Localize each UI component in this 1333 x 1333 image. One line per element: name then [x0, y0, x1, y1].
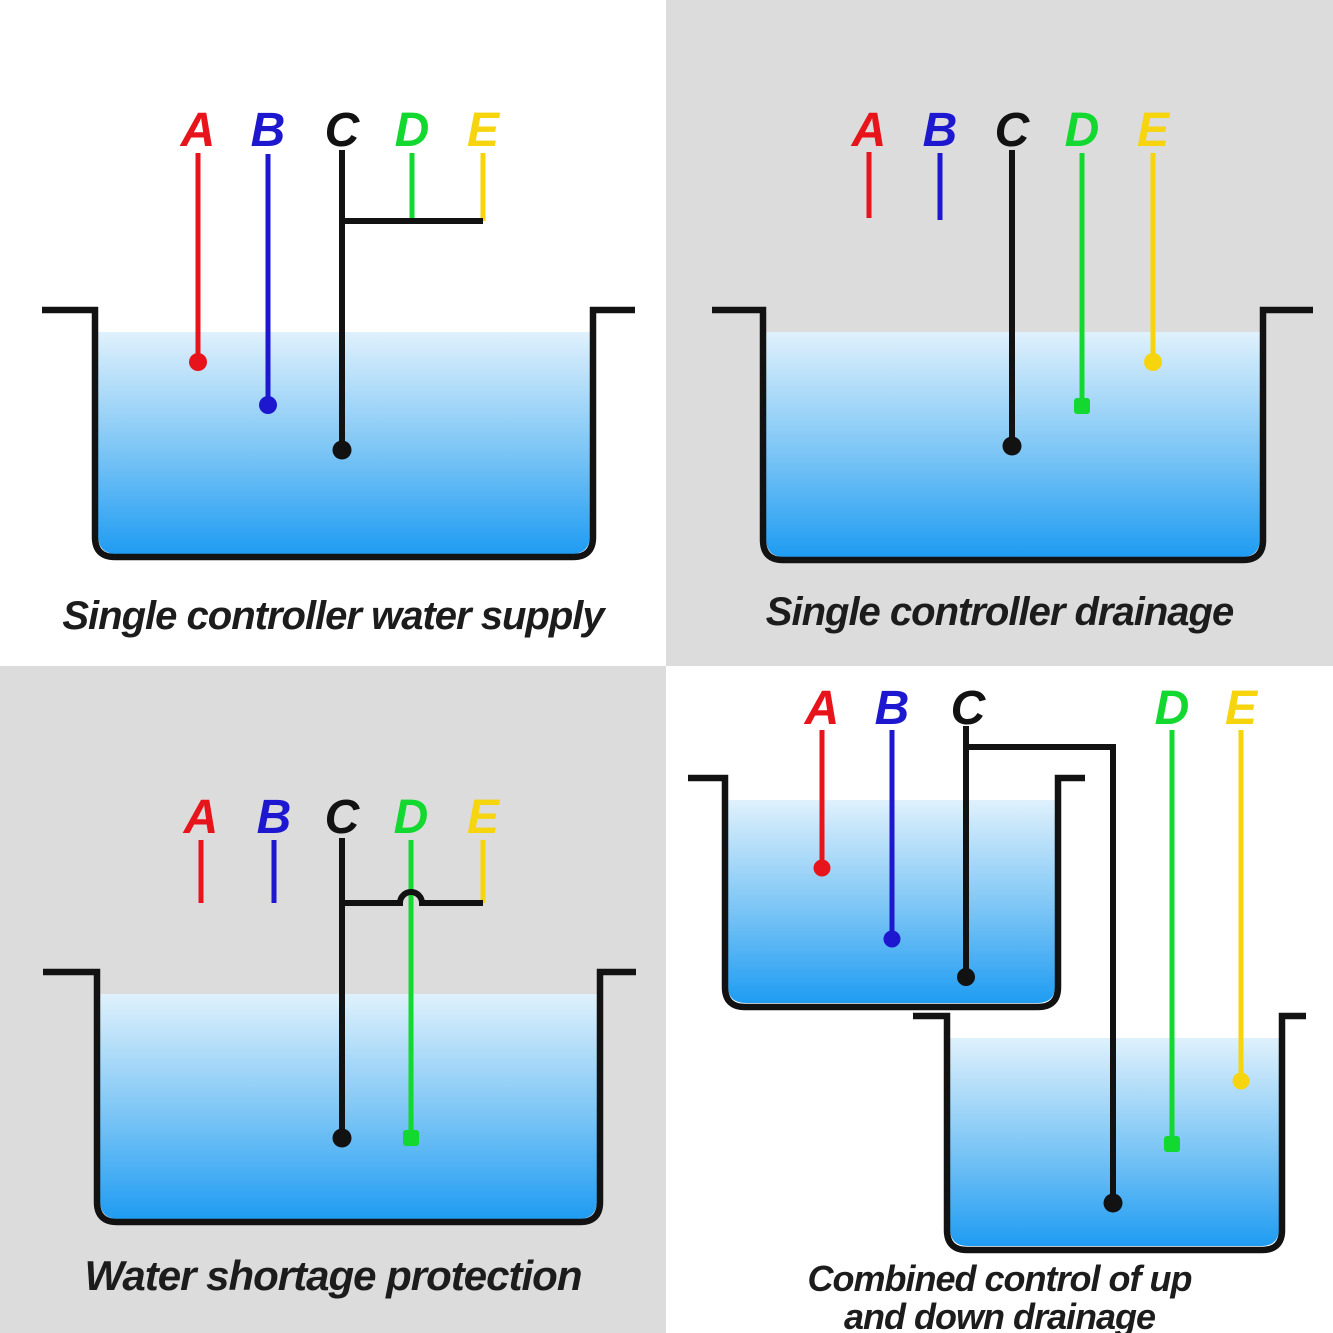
panel-title-line1: Combined control of up	[807, 1258, 1193, 1299]
probe-a-tip	[189, 353, 207, 371]
probe-c-tip	[332, 1128, 352, 1148]
diagram-combined-control: A B C D E	[688, 682, 1306, 1254]
probe-b-label: B	[875, 682, 910, 735]
probe-b-tip	[883, 930, 901, 948]
probe-d-tip	[403, 1130, 419, 1146]
panel-single-controller-drainage: A B C D E Single controller drainage	[666, 0, 1333, 667]
probe-a-label: A	[804, 682, 840, 735]
probe-c-tip	[332, 440, 352, 460]
probe-e-tip	[1232, 1072, 1250, 1090]
probe-c-branch-tip	[1103, 1193, 1123, 1213]
panel-water-shortage-protection: A B C D E Water shortage protection	[0, 666, 666, 1333]
probe-e-label: E	[1137, 104, 1171, 157]
probe-b-tip	[259, 396, 277, 414]
probe-d-label: D	[1065, 104, 1100, 157]
probe-c-label: C	[325, 791, 361, 844]
tank-outline	[43, 968, 636, 1226]
probe-d-label: D	[394, 791, 429, 844]
diagram-shortage-protection: A B C D E	[43, 791, 636, 1226]
panel-title-line2: and down drainage	[843, 1296, 1156, 1333]
lower-tank-outline	[913, 1012, 1306, 1254]
probe-e-tip	[1144, 353, 1162, 371]
probe-e-label: E	[1225, 682, 1259, 735]
diagram-drainage: A B C D E	[712, 104, 1313, 564]
panel-title: Single controller water supply	[62, 594, 604, 638]
probe-c-label: C	[995, 104, 1031, 157]
water	[100, 994, 597, 1219]
probe-b-label: B	[257, 791, 292, 844]
probe-c-branch-line	[966, 744, 1116, 1203]
probe-a-tip	[813, 859, 831, 877]
panel-title: Single controller drainage	[765, 590, 1234, 634]
probe-c-label: C	[325, 104, 361, 157]
probe-a-label: A	[180, 104, 216, 157]
panel-single-controller-water-supply: A B C D E Single controller water supply	[0, 0, 666, 667]
probe-a-label: A	[183, 791, 219, 844]
tank-outline	[42, 306, 635, 561]
probe-a-label: A	[851, 104, 887, 157]
panel-title: Water shortage protection	[84, 1252, 583, 1299]
diagram-water-supply: A B C D E	[42, 104, 635, 561]
probe-d-label: D	[395, 104, 430, 157]
probe-b-label: B	[923, 104, 958, 157]
probe-e-label: E	[467, 791, 501, 844]
probe-e-label: E	[467, 104, 501, 157]
probe-c-tip	[957, 968, 975, 986]
panel-combined-control-drainage: A B C D E Combined control of up and dow…	[666, 666, 1333, 1333]
probe-ce-connector-with-jump	[342, 889, 483, 906]
probe-d-tip	[1074, 398, 1090, 414]
probe-b-label: B	[251, 104, 286, 157]
probe-d-label: D	[1155, 682, 1190, 735]
tank-outline	[712, 306, 1313, 564]
probe-c-label: C	[951, 682, 987, 735]
upper-tank-outline	[688, 774, 1085, 1011]
probe-d-tip	[1164, 1136, 1180, 1152]
probe-c-tip	[1002, 436, 1022, 456]
